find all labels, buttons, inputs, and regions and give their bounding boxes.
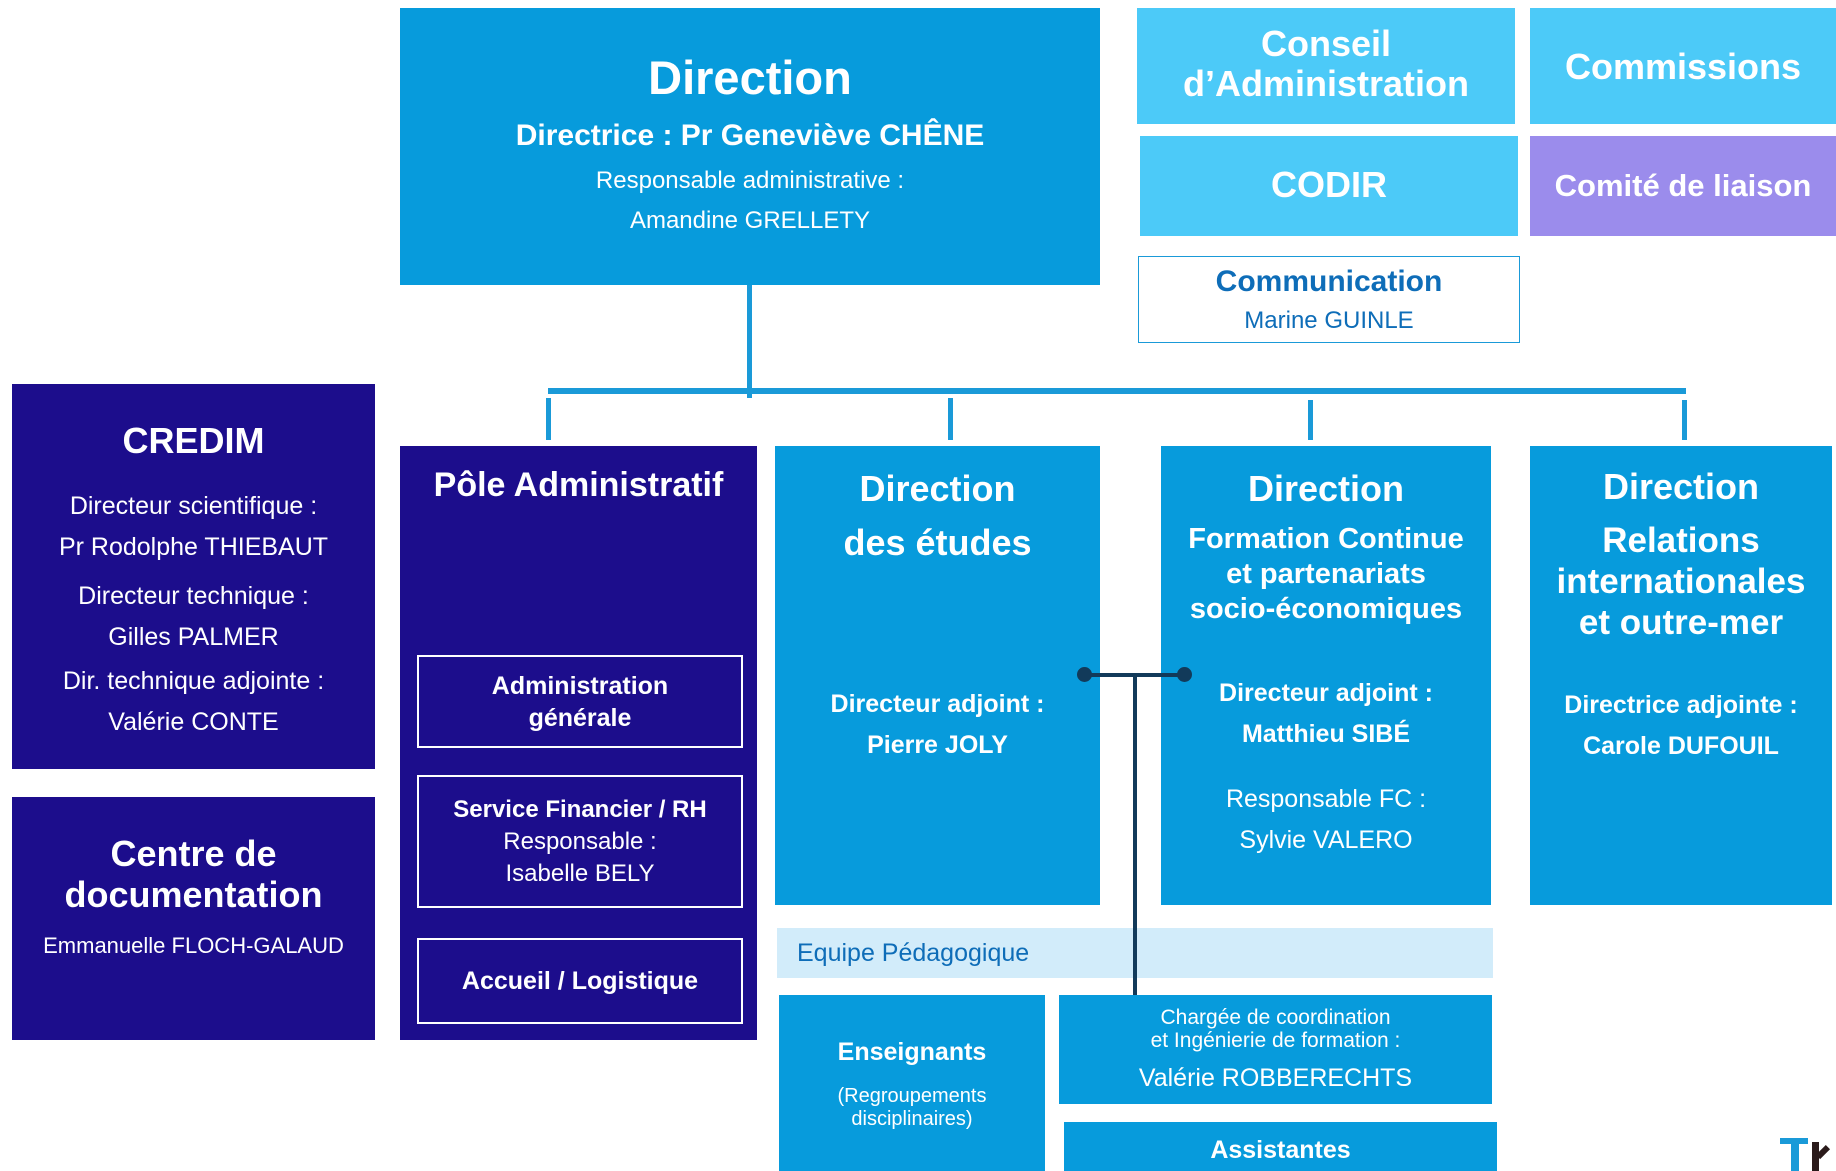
pole-admin2: générale	[528, 703, 632, 732]
pole-admin-box: Administration générale	[417, 655, 743, 748]
pole-fin-label: Responsable :	[503, 827, 657, 855]
drop-etudes	[948, 398, 953, 440]
credim-box: CREDIM Directeur scientifique : Pr Rodol…	[12, 384, 375, 769]
credim-l5: Dir. technique adjointe :	[62, 667, 325, 695]
assistantes-label: Assistantes	[1210, 1136, 1351, 1164]
communication-title: Communication	[1215, 265, 1443, 298]
formation-sub2: et partenariats	[1226, 558, 1426, 590]
direction-box: Direction Directrice : Pr Geneviève CHÊN…	[400, 8, 1100, 285]
chargee-name: Valérie ROBBERECHTS	[1138, 1064, 1413, 1092]
enseignants-title: Enseignants	[837, 1038, 987, 1066]
formation-adj-name: Matthieu SIBÉ	[1241, 720, 1411, 748]
equipe-dot-left	[1077, 667, 1092, 682]
pole-title: Pôle Administratif	[433, 466, 724, 504]
credim-l6: Valérie CONTE	[108, 708, 279, 736]
pole-fin-name: Isabelle BELY	[505, 859, 655, 887]
centre-title2: documentation	[64, 874, 323, 915]
codir-label: CODIR	[1271, 164, 1387, 205]
centre-title1: Centre de	[110, 833, 277, 874]
credim-l1: Directeur scientifique :	[69, 492, 318, 520]
chargee-l2: et Ingénierie de formation :	[1150, 1029, 1401, 1052]
centre-name: Emmanuelle FLOCH-GALAUD	[43, 933, 344, 958]
credim-l3: Directeur technique :	[78, 582, 309, 610]
chargee-box: Chargée de coordination et Ingénierie de…	[1059, 995, 1492, 1104]
enseignants-box: Enseignants (Regroupements disciplinaire…	[779, 995, 1045, 1171]
etudes-title2: des études	[843, 522, 1032, 563]
formation-resp-label: Responsable FC :	[1225, 785, 1427, 813]
pole-fin-title: Service Financier / RH	[453, 795, 707, 823]
etudes-adj-name: Pierre JOLY	[867, 731, 1008, 759]
commissions-label: Commissions	[1564, 46, 1802, 87]
chargee-l1: Chargée de coordination	[1160, 1006, 1391, 1029]
main-vertical-connector	[747, 285, 752, 398]
formation-sub3: socio-économiques	[1189, 593, 1463, 625]
relations-sub2: internationales	[1556, 562, 1806, 601]
etudes-box: Direction des études Directeur adjoint :…	[775, 446, 1100, 905]
etudes-adj-label: Directeur adjoint :	[830, 690, 1045, 718]
equipe-label: Equipe Pédagogique	[797, 939, 1030, 967]
relations-box: Direction Relations internationales et o…	[1530, 446, 1832, 905]
equipe-dot-right	[1177, 667, 1192, 682]
formation-sub1: Formation Continue	[1188, 523, 1464, 555]
relations-title: Direction	[1602, 466, 1760, 507]
pole-fin-box: Service Financier / RH Responsable : Isa…	[417, 775, 743, 908]
drop-relations	[1682, 400, 1687, 440]
direction-admin-label: Responsable administrative :	[595, 167, 905, 194]
communication-box: Communication Marine GUINLE	[1138, 256, 1520, 343]
logo-fragment	[1780, 1138, 1836, 1171]
drop-formation	[1308, 400, 1313, 440]
comite-box: Comité de liaison	[1530, 136, 1836, 236]
direction-director: Directrice : Pr Geneviève CHÊNE	[515, 119, 985, 152]
pole-box: Pôle Administratif	[400, 446, 757, 1040]
commissions-box: Commissions	[1530, 8, 1836, 124]
main-horizontal-connector	[548, 388, 1686, 394]
conseil-line1: Conseil	[1260, 23, 1392, 64]
conseil-line2: d’Administration	[1183, 63, 1469, 104]
direction-admin-name: Amandine GRELLETY	[629, 207, 871, 234]
assistantes-box: Assistantes	[1064, 1122, 1497, 1171]
pole-accueil-box: Accueil / Logistique	[417, 938, 743, 1024]
codir-box: CODIR	[1140, 136, 1518, 236]
relations-adj-name: Carole DUFOUIL	[1583, 732, 1779, 760]
etudes-title1: Direction	[859, 468, 1016, 509]
equipe-vertical-connector	[1133, 675, 1137, 995]
pole-admin1: Administration	[491, 671, 669, 700]
centre-box: Centre de documentation Emmanuelle FLOCH…	[12, 797, 375, 1040]
credim-l4: Gilles PALMER	[108, 623, 279, 651]
credim-title: CREDIM	[122, 420, 265, 461]
enseignants-sub1: (Regroupements	[837, 1085, 987, 1107]
relations-sub3: et outre-mer	[1578, 603, 1784, 642]
comite-label: Comité de liaison	[1554, 168, 1812, 203]
communication-name: Marine GUINLE	[1244, 307, 1414, 334]
enseignants-sub2: disciplinaires)	[851, 1108, 973, 1130]
conseil-box: Conseil d’Administration	[1137, 8, 1515, 124]
credim-l2: Pr Rodolphe THIEBAUT	[58, 533, 329, 561]
direction-title: Direction	[648, 51, 852, 104]
formation-adj-label: Directeur adjoint :	[1219, 679, 1433, 707]
relations-sub1: Relations	[1602, 521, 1760, 560]
formation-box: Direction Formation Continue et partenar…	[1161, 446, 1491, 905]
relations-adj-label: Directrice adjointe :	[1564, 691, 1798, 719]
formation-title: Direction	[1247, 468, 1405, 509]
drop-pole	[546, 398, 551, 440]
formation-resp-name: Sylvie VALERO	[1239, 826, 1413, 854]
pole-accueil: Accueil / Logistique	[461, 966, 699, 995]
